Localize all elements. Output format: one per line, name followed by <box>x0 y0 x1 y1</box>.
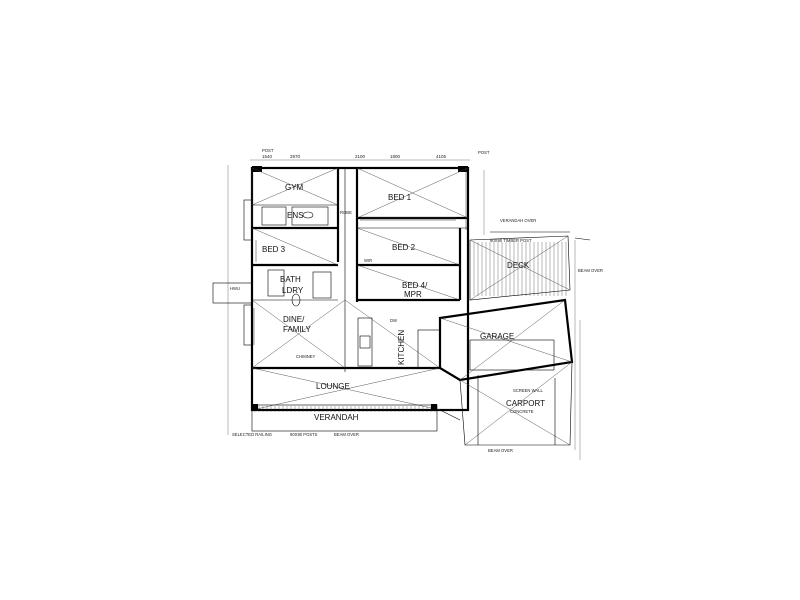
note-timber-posts: 90X90 TIMBER POST <box>490 238 532 243</box>
note-concrete: CONCRETE <box>510 409 534 414</box>
dimension-top-d: 1800 <box>390 154 401 159</box>
note-selected-railing: SELECTED RAILING <box>232 432 272 437</box>
dimension-top-a: 1540 <box>262 154 273 159</box>
room-labels: GYM ENS BED 1 BED 3 BED 2 BATH LDRY BED … <box>262 183 545 422</box>
room-bed2: BED 2 <box>392 243 416 252</box>
note-beam-over-carport: BEAM OVER <box>488 448 513 453</box>
note-dw: DW <box>390 318 397 323</box>
dimension-lines: 1540 2970 2100 1800 4105 <box>227 154 581 460</box>
note-wir: WIR <box>364 258 372 263</box>
deck <box>469 231 591 301</box>
room-gym: GYM <box>285 183 304 192</box>
construction-lines <box>251 167 469 411</box>
window-hatching <box>251 166 468 345</box>
note-hwu: HWU <box>230 286 240 291</box>
note-beam-over-right: BEAM OVER <box>578 268 603 273</box>
room-family: FAMILY <box>283 325 312 334</box>
room-ldry: LDRY <box>282 286 304 295</box>
note-90x90-posts: 90X90 POSTS <box>290 432 318 437</box>
note-screen-wall: SCREEN WALL <box>513 388 544 393</box>
room-verandah: VERANDAH <box>314 413 359 422</box>
room-lounge: LOUNGE <box>316 382 350 391</box>
verandah <box>251 404 461 432</box>
room-kitchen: KITCHEN <box>397 330 406 365</box>
room-bath: BATH <box>280 275 301 284</box>
note-post-top: POST <box>262 148 274 153</box>
room-bed1: BED 1 <box>388 193 412 202</box>
dimension-top-c: 2100 <box>355 154 366 159</box>
room-ens: ENS <box>287 211 303 220</box>
room-bed3: BED 3 <box>262 245 286 254</box>
note-beam-over-bottom: BEAM OVER <box>334 432 359 437</box>
note-robe: ROBE <box>340 210 352 215</box>
note-chimney: CHIMNEY <box>296 354 316 359</box>
garage-carport <box>438 298 574 446</box>
annotations: POST POST VERANDAH OVER 90X90 TIMBER POS… <box>230 148 603 453</box>
room-garage: GARAGE <box>480 332 514 341</box>
room-carport: CARPORT <box>506 399 545 408</box>
room-deck: DECK <box>507 261 530 270</box>
room-dine: DINE/ <box>283 315 305 324</box>
note-post-right: POST <box>478 150 490 155</box>
note-verandah-over: VERANDAH OVER <box>500 218 536 223</box>
room-bed4: BED 4/ <box>402 281 428 290</box>
dimension-top-b: 2970 <box>290 154 301 159</box>
dimension-top-e: 4105 <box>436 154 447 159</box>
room-bed4-mpr: MPR <box>404 290 422 299</box>
